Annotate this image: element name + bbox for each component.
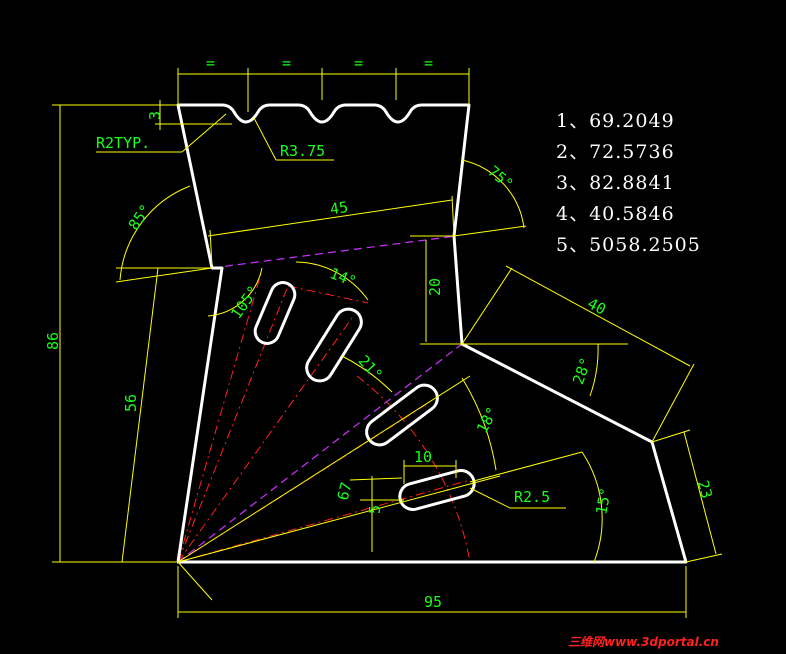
dim-angle-105: 105° (227, 282, 262, 322)
construction-lines (177, 235, 463, 563)
dim-86: 86 (44, 332, 62, 350)
dim-3: 3 (146, 111, 164, 120)
dimension-lines (52, 68, 723, 618)
slot-4 (398, 469, 476, 511)
slot-2 (305, 307, 363, 383)
dim-r375: R3.75 (280, 142, 325, 160)
part-outline (176, 103, 688, 564)
result-4: 4、40.5846 (556, 203, 675, 225)
dimension-labels: = = = = 3 R2TYP. R3.75 85° 75° 45 20 105… (44, 54, 716, 611)
dim-45: 45 (329, 198, 349, 218)
dim-angle-21: 21° (355, 352, 387, 384)
dim-5: 5 (366, 505, 384, 514)
dim-95: 95 (424, 593, 442, 611)
result-3: 3、82.8841 (556, 172, 675, 194)
result-1: 1、69.2049 (556, 110, 675, 132)
results-list: 1、69.2049 2、72.5736 3、82.8841 4、40.5846 … (556, 110, 701, 256)
result-2: 2、72.5736 (556, 141, 675, 163)
dim-56: 56 (122, 394, 140, 412)
watermark: 三维网www.3dportal.cn (568, 635, 719, 649)
dim-40: 40 (584, 294, 608, 318)
dim-angle-18: 18° (473, 404, 502, 436)
slots (253, 281, 476, 511)
dim-angle-75: 75° (484, 162, 516, 193)
dim-20: 20 (426, 278, 444, 296)
dim-angle-85: 85° (125, 201, 155, 234)
dim-r2typ: R2TYP. (96, 134, 150, 152)
dim-eq-2: = (282, 54, 291, 72)
dim-r25: R2.5 (514, 488, 550, 506)
dim-23: 23 (694, 478, 716, 500)
dim-67: 67 (334, 480, 356, 502)
dim-angle-28: 28° (569, 355, 595, 387)
dim-eq-3: = (354, 54, 363, 72)
dim-10: 10 (414, 448, 432, 466)
dim-angle-15: 15° (592, 486, 614, 516)
result-5: 5、5058.2505 (556, 234, 701, 256)
dim-angle-14: 14° (327, 264, 359, 291)
slot-1 (253, 281, 297, 345)
slot-3 (365, 383, 439, 447)
dim-eq-4: = (424, 54, 433, 72)
dim-eq-1: = (206, 54, 215, 72)
